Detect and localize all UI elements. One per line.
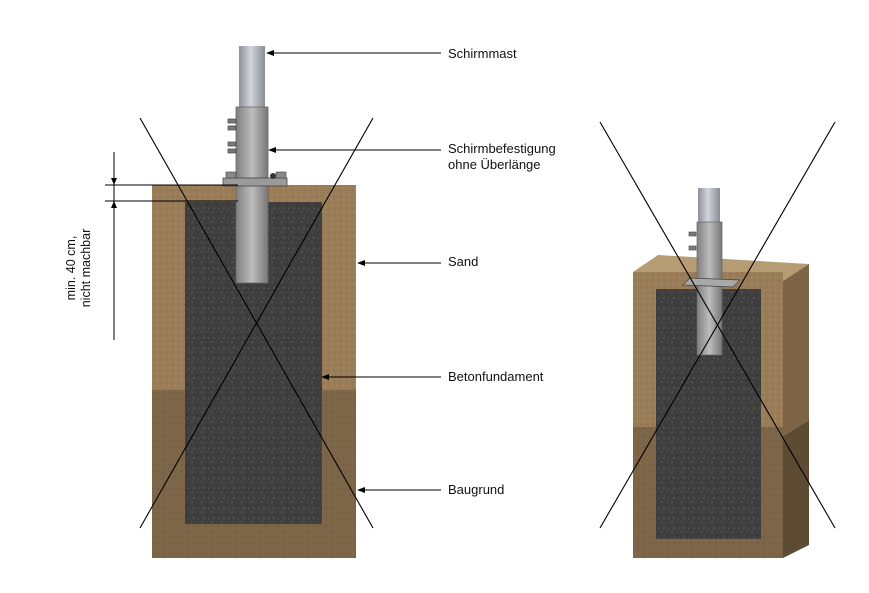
block-cross-out-mark (599, 121, 836, 529)
label-baugrund: Baugrund (448, 482, 505, 497)
concrete-bands (185, 239, 322, 491)
schirmmast (239, 46, 265, 108)
schirmbefestigung (222, 171, 288, 187)
label-schirmbefestigung-line2: ohne Überlänge (448, 157, 541, 172)
block-pole (698, 188, 720, 224)
block-side-ground (783, 420, 809, 558)
bolts (227, 118, 237, 154)
label-schirmmast: Schirmmast (448, 46, 517, 61)
label-sand: Sand (448, 254, 479, 269)
cross-out-mark (139, 117, 374, 529)
dimension-line1: min. 40 cm, (64, 235, 78, 301)
label-schirmbefestigung-line1: Schirmbefestigung (448, 141, 556, 156)
left-section (139, 46, 374, 558)
right-view (599, 121, 836, 558)
block-concrete-bands (656, 329, 761, 481)
dimension-marker (105, 152, 238, 340)
dimension-label: min. 40 cm, nicht machbar (64, 208, 94, 328)
dimension-line2: nicht machbar (79, 228, 93, 308)
label-betonfundament: Betonfundament (448, 369, 544, 384)
block-side-sand (783, 264, 809, 436)
block-sleeve (696, 221, 723, 356)
block-bracket (682, 277, 741, 288)
sleeve (235, 106, 269, 284)
leader-lines (266, 50, 441, 493)
block-bolts (688, 231, 697, 251)
